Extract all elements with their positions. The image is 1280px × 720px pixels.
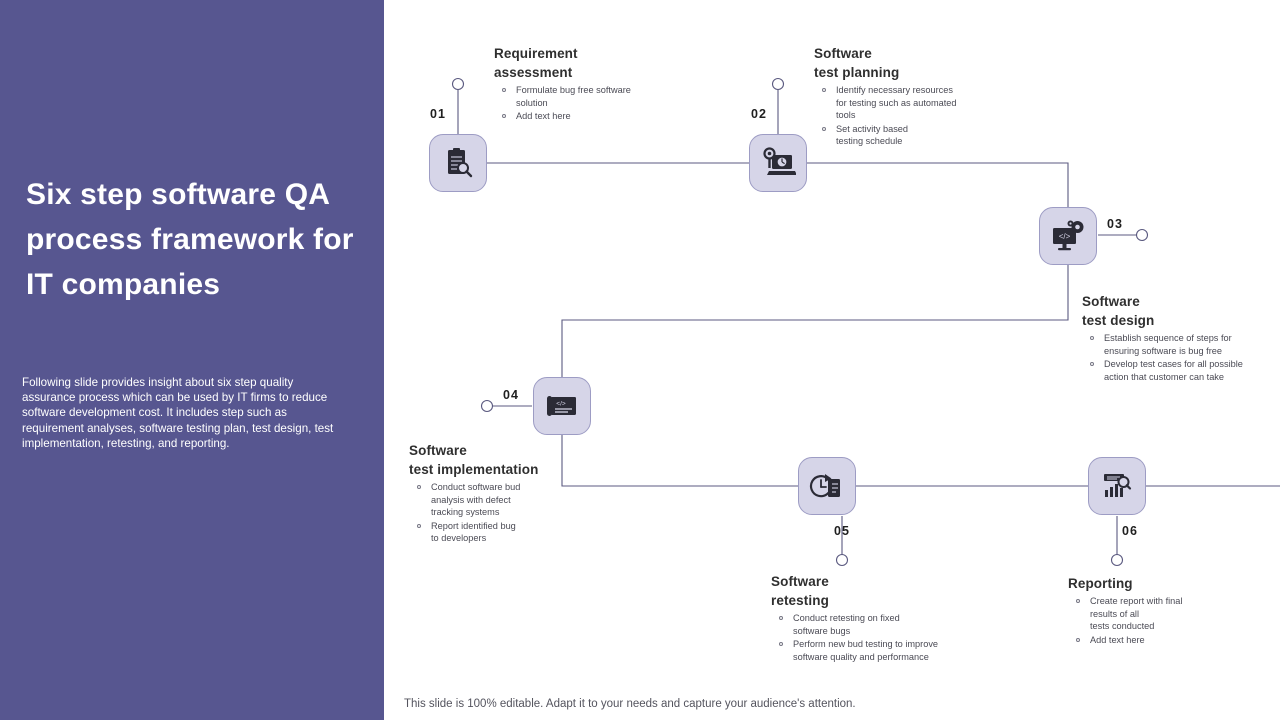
clock-checklist-icon <box>809 469 845 503</box>
step-text-03: Software test design Establish sequence … <box>1082 292 1280 384</box>
step-number-06: 06 <box>1122 524 1138 538</box>
step-bullets-04: Conduct software bud analysis with defec… <box>409 481 619 545</box>
list-item: Create report with final results of all … <box>1068 595 1268 633</box>
step-node-02[interactable] <box>749 134 807 192</box>
step-text-01: Requirement assessment Formulate bug fre… <box>494 44 694 124</box>
step-number-03: 03 <box>1107 217 1123 231</box>
step-node-03[interactable]: </> <box>1039 207 1097 265</box>
step-node-06[interactable] <box>1088 457 1146 515</box>
marker-circle-02 <box>771 77 785 91</box>
step-title-06: Reporting <box>1068 576 1133 591</box>
list-item: Add text here <box>1068 634 1268 647</box>
marker-circle-06 <box>1110 553 1124 567</box>
monitor-code-gear-icon: </> <box>1050 219 1086 253</box>
list-item: Establish sequence of steps for ensuring… <box>1082 332 1280 357</box>
svg-text:</>: </> <box>1059 232 1071 241</box>
marker-circle-04 <box>480 399 494 413</box>
step-bullets-03: Establish sequence of steps for ensuring… <box>1082 332 1280 383</box>
step-title-01: Requirement assessment <box>494 46 578 80</box>
laptop-clock-search-icon <box>760 146 796 180</box>
footer-note: This slide is 100% editable. Adapt it to… <box>404 698 856 710</box>
step-bullets-06: Create report with final results of all … <box>1068 595 1268 646</box>
step-bullets-02: Identify necessary resources for testing… <box>814 84 1014 148</box>
list-item: Conduct software bud analysis with defec… <box>409 481 619 519</box>
list-item: Set activity based testing schedule <box>814 123 1014 148</box>
list-item: Formulate bug free software solution <box>494 84 694 109</box>
list-item: Report identified bug to developers <box>409 520 619 545</box>
connector-02-to-03 <box>778 162 1069 232</box>
connector-03-to-04 <box>561 232 1069 406</box>
page-title: Six step software QA process framework f… <box>26 178 354 301</box>
step-title-05: Software retesting <box>771 574 829 608</box>
step-text-04: Software test implementation Conduct sof… <box>409 441 619 546</box>
step-bullets-01: Formulate bug free software solution Add… <box>494 84 694 123</box>
bar-chart-report-icon <box>1100 470 1134 502</box>
step-text-06: Reporting Create report with final resul… <box>1068 574 1268 647</box>
list-item: Identify necessary resources for testing… <box>814 84 1014 122</box>
list-item: Conduct retesting on fixed software bugs <box>771 612 986 637</box>
step-number-01: 01 <box>430 107 446 121</box>
step-node-04[interactable]: </> <box>533 377 591 435</box>
step-bullets-05: Conduct retesting on fixed software bugs… <box>771 612 986 663</box>
step-number-04: 04 <box>503 388 519 402</box>
step-title-02: Software test planning <box>814 46 900 80</box>
step-node-05[interactable] <box>798 457 856 515</box>
step-title-03: Software test design <box>1082 294 1155 328</box>
svg-text:</>: </> <box>556 401 566 408</box>
left-panel: Six step software QA process framework f… <box>0 0 384 720</box>
clipboard-magnifier-icon <box>441 146 475 180</box>
step-number-02: 02 <box>751 107 767 121</box>
step-node-01[interactable] <box>429 134 487 192</box>
list-item: Develop test cases for all possible acti… <box>1082 358 1280 383</box>
list-item: Perform new bud testing to improve softw… <box>771 638 986 663</box>
marker-circle-01 <box>451 77 465 91</box>
marker-circle-03 <box>1135 228 1149 242</box>
step-text-05: Software retesting Conduct retesting on … <box>771 572 986 664</box>
step-number-05: 05 <box>834 524 850 538</box>
list-item: Add text here <box>494 110 694 123</box>
step-title-04: Software test implementation <box>409 443 539 477</box>
marker-circle-05 <box>835 553 849 567</box>
blueprint-code-icon: </> <box>544 391 580 421</box>
step-text-02: Software test planning Identify necessar… <box>814 44 1014 149</box>
page-description: Following slide provides insight about s… <box>22 376 334 450</box>
